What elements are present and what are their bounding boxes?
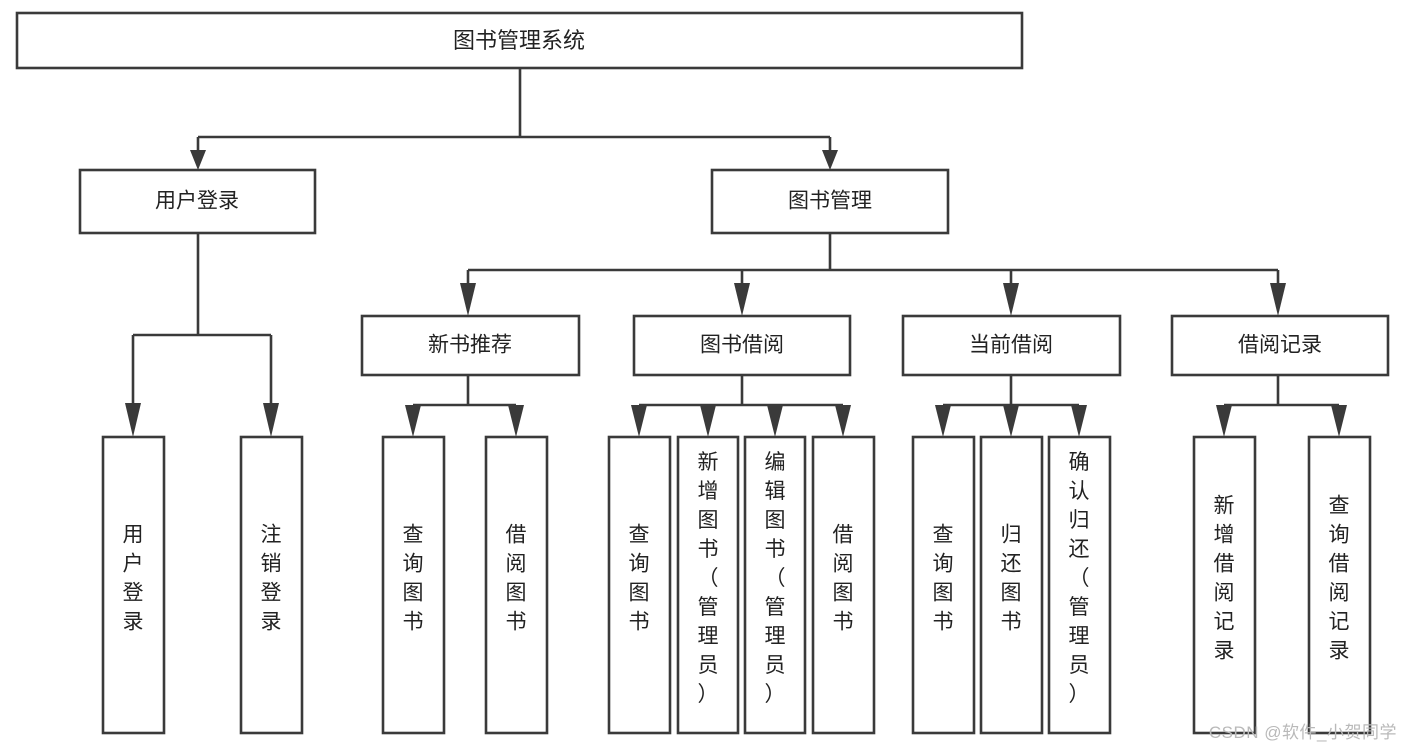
node-current-borrow-box[interactable] — [901, 314, 1122, 377]
leaf-user-login-2[interactable]: 注销登录 — [239, 435, 304, 735]
node-book-manage-label: 图书管理 — [788, 190, 872, 213]
leaf-current-borrow-2[interactable]: 归还图书 — [979, 435, 1044, 735]
node-book-manage-box[interactable] — [710, 168, 950, 235]
leaf-book-borrow-2-box[interactable] — [676, 435, 740, 735]
arrow-head-borrow-record-leaf-2 — [1331, 405, 1347, 437]
arrow-head-book-borrow — [734, 283, 750, 316]
node-borrow-record-label: 借阅记录 — [1238, 334, 1322, 357]
arrow-head-book-borrow-leaf-2 — [700, 405, 716, 437]
leaf-new-book-rec-1-label: 查询图书 — [403, 524, 424, 634]
leaf-new-book-rec-2[interactable]: 借阅图书 — [484, 435, 549, 735]
leaf-user-login-1[interactable]: 用户登录 — [101, 435, 166, 735]
arrow-head-user-login-leaf-2 — [263, 403, 279, 437]
node-book-borrow-label: 图书借阅 — [700, 334, 784, 357]
node-user-login-box[interactable] — [78, 168, 317, 235]
leaf-current-borrow-3[interactable]: 确认归还（管理员） — [1047, 435, 1112, 735]
leaf-book-borrow-2-label: 新增图书（管理员） — [698, 451, 719, 706]
node-current-borrow[interactable]: 当前借阅 — [901, 314, 1122, 377]
arrow-head-user-login-leaf-1 — [125, 403, 141, 437]
node-user-login-label: 用户登录 — [155, 190, 239, 213]
arrow-head-book-borrow-leaf-1 — [631, 405, 647, 437]
arrow-head-borrow-record-leaf-1 — [1216, 405, 1232, 437]
arrow-head-user-login — [190, 150, 206, 170]
connector-layer — [125, 68, 1347, 437]
arrow-head-current-borrow-leaf-3 — [1071, 405, 1087, 437]
leaf-user-login-1-box[interactable] — [101, 435, 166, 735]
leaf-book-borrow-1[interactable]: 查询图书 — [607, 435, 672, 735]
leaf-book-borrow-1-label: 查询图书 — [629, 524, 650, 634]
arrow-head-new-book-rec-leaf-1 — [405, 405, 421, 437]
leaf-book-borrow-2[interactable]: 新增图书（管理员） — [676, 435, 740, 735]
leaf-user-login-1-label: 用户登录 — [123, 524, 144, 634]
leaf-book-borrow-1-box[interactable] — [607, 435, 672, 735]
node-current-borrow-label: 当前借阅 — [969, 334, 1053, 357]
node-book-borrow-box[interactable] — [632, 314, 852, 377]
node-root-box[interactable] — [15, 11, 1024, 70]
arrow-head-current-borrow-leaf-2 — [1003, 405, 1019, 437]
arrow-head-book-borrow-leaf-4 — [835, 405, 851, 437]
leaf-book-borrow-3-label: 编辑图书（管理员） — [765, 451, 786, 706]
leaf-book-borrow-4[interactable]: 借阅图书 — [811, 435, 876, 735]
node-book-borrow[interactable]: 图书借阅 — [632, 314, 852, 377]
arrow-head-book-manage — [822, 150, 838, 170]
leaf-current-borrow-1-box[interactable] — [911, 435, 976, 735]
leaf-borrow-record-1[interactable]: 新增借阅记录 — [1192, 435, 1257, 735]
leaf-current-borrow-2-box[interactable] — [979, 435, 1044, 735]
leaf-book-borrow-4-label: 借阅图书 — [833, 524, 854, 634]
leaf-current-borrow-1-label: 查询图书 — [933, 524, 954, 634]
node-book-manage[interactable]: 图书管理 — [710, 168, 950, 235]
leaf-borrow-record-1-box[interactable] — [1192, 435, 1257, 735]
leaf-borrow-record-2-label: 查询借阅记录 — [1329, 495, 1350, 663]
leaf-new-book-rec-1[interactable]: 查询图书 — [381, 435, 446, 735]
leaf-book-borrow-3[interactable]: 编辑图书（管理员） — [743, 435, 807, 735]
node-borrow-record[interactable]: 借阅记录 — [1170, 314, 1390, 377]
node-borrow-record-box[interactable] — [1170, 314, 1390, 377]
leaf-user-login-2-box[interactable] — [239, 435, 304, 735]
leaf-user-login-2-label: 注销登录 — [261, 524, 282, 634]
leaf-borrow-record-2-box[interactable] — [1307, 435, 1372, 735]
arrow-head-new-book-rec-leaf-2 — [508, 405, 524, 437]
node-new-book-rec-box[interactable] — [360, 314, 581, 377]
leaf-book-borrow-4-box[interactable] — [811, 435, 876, 735]
node-root-label: 图书管理系统 — [453, 28, 585, 53]
leaf-current-borrow-2-label: 归还图书 — [1001, 524, 1022, 634]
arrow-head-current-borrow — [1003, 283, 1019, 316]
arrow-head-borrow-record — [1270, 283, 1286, 316]
node-root[interactable]: 图书管理系统 — [15, 11, 1024, 70]
csdn-watermark: CSDN @软件_小贺同学 — [1208, 723, 1397, 742]
leaf-new-book-rec-1-box[interactable] — [381, 435, 446, 735]
leaf-new-book-rec-2-box[interactable] — [484, 435, 549, 735]
leaf-current-borrow-3-label: 确认归还（管理员） — [1069, 451, 1090, 706]
leaf-current-borrow-1[interactable]: 查询图书 — [911, 435, 976, 735]
leaf-new-book-rec-2-label: 借阅图书 — [506, 524, 527, 634]
node-user-login[interactable]: 用户登录 — [78, 168, 317, 235]
arrow-head-current-borrow-leaf-1 — [935, 405, 951, 437]
leaf-borrow-record-1-label: 新增借阅记录 — [1214, 495, 1235, 663]
leaf-current-borrow-3-box[interactable] — [1047, 435, 1112, 735]
node-new-book-rec-label: 新书推荐 — [428, 334, 512, 357]
arrow-head-new-book-rec — [460, 283, 476, 316]
node-new-book-rec[interactable]: 新书推荐 — [360, 314, 581, 377]
leaf-book-borrow-3-box[interactable] — [743, 435, 807, 735]
arrow-head-book-borrow-leaf-3 — [767, 405, 783, 437]
leaf-borrow-record-2[interactable]: 查询借阅记录 — [1307, 435, 1372, 735]
